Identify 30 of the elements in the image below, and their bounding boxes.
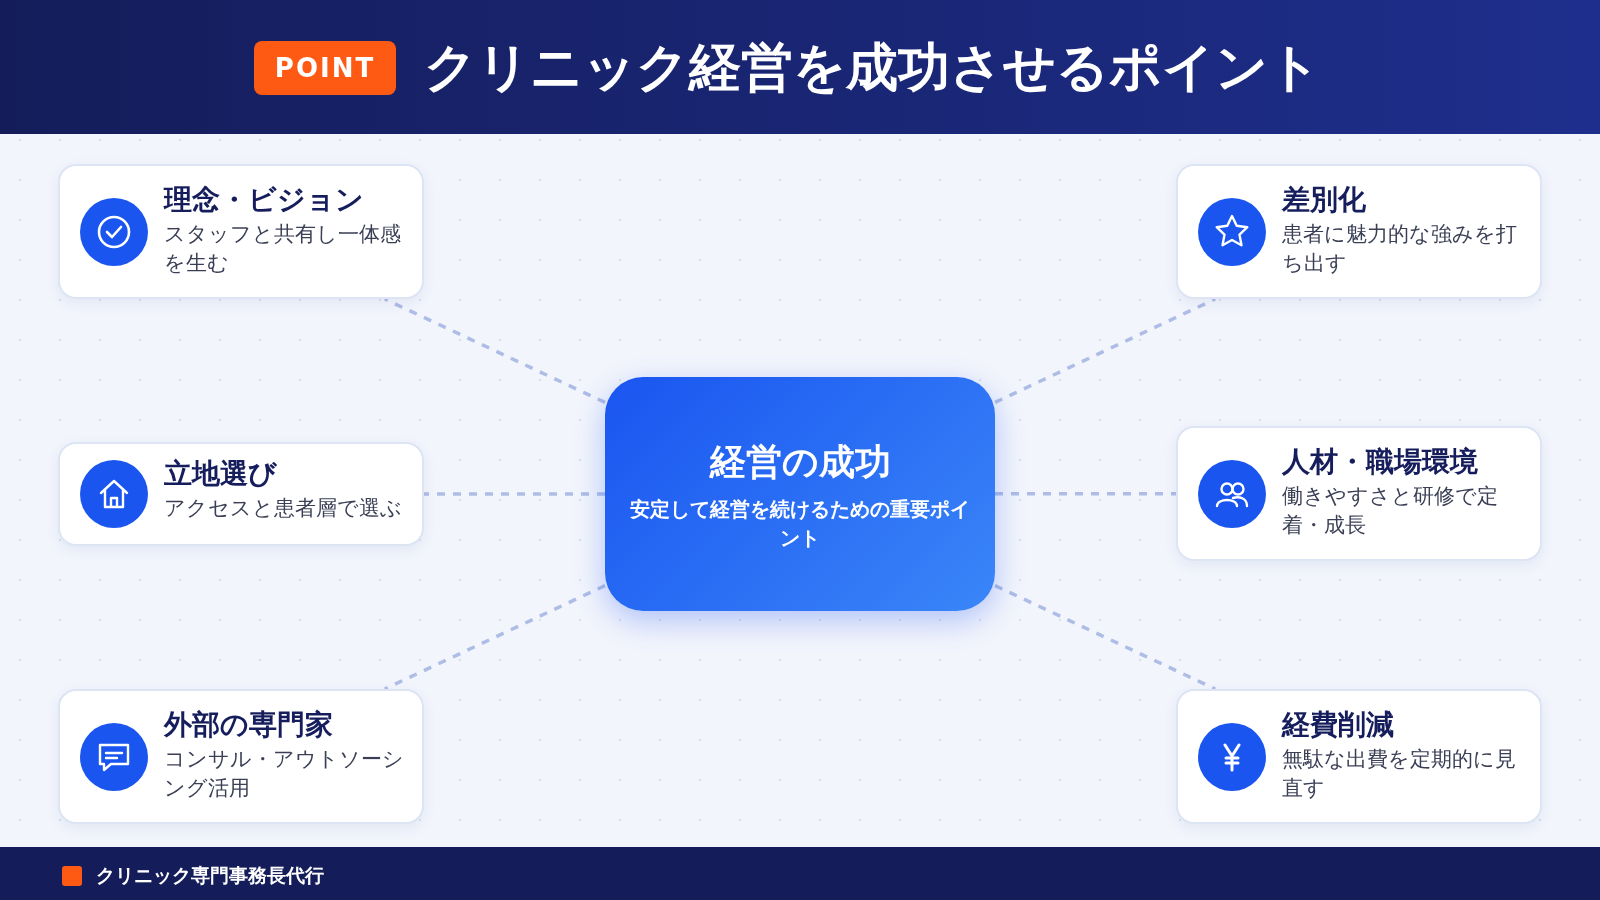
point-card: [1176, 164, 1542, 299]
card-heading: 人材・職場環境: [1282, 444, 1479, 480]
connector-line: [384, 297, 606, 404]
point-badge: POINT: [254, 41, 396, 95]
card-text: 無駄な出費を定期的に見直す: [1282, 746, 1517, 802]
card-text: コンサル・アウトソーシング活用: [164, 746, 405, 802]
center-heading: 経営の成功: [708, 440, 892, 484]
point-card: [58, 164, 424, 299]
card-heading: 外部の専門家: [164, 707, 334, 743]
center-text: 安定して経営を続けるための重要ポイント: [629, 496, 971, 552]
point-card: [58, 689, 424, 824]
card-heading: 差別化: [1282, 182, 1367, 218]
card-text: アクセスと患者層で選ぶ: [164, 495, 403, 522]
card-text: 働きやすさと研修で定着・成長: [1282, 483, 1499, 539]
center-box: [605, 377, 995, 611]
card-heading: 理念・ビジョン: [164, 182, 365, 218]
connector-line: [995, 491, 1176, 496]
card-text: 患者に魅力的な強みを打ち出す: [1282, 221, 1518, 277]
connector-line: [994, 297, 1216, 404]
point-card: [58, 442, 424, 546]
connector-line: [424, 492, 605, 496]
point-card: [1176, 426, 1542, 561]
card-heading: 経費削減: [1282, 707, 1395, 743]
connector-line: [384, 584, 606, 691]
card-text: スタッフと共有し一体感を生む: [164, 221, 402, 277]
connector-line: [994, 584, 1216, 691]
page-title: クリニック経営を成功させるポイント: [424, 36, 1321, 99]
footer-text: クリニック専門事務長代行: [96, 863, 324, 888]
card-heading: 立地選び: [164, 456, 278, 492]
point-card: [1176, 689, 1542, 824]
